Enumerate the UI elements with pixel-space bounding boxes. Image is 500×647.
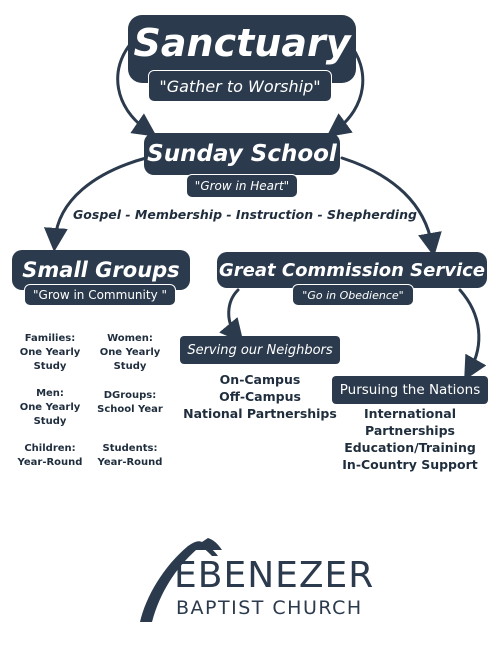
neighbors-item: Off-Campus: [219, 389, 301, 404]
small-groups-box: Small Groups: [12, 250, 190, 290]
small-groups-subtitle: "Grow in Community ": [24, 284, 176, 306]
arrow-to-great-commission: [340, 156, 442, 257]
logo-line2: BAPTIST CHURCH: [176, 597, 363, 619]
arrow-sanctuary-left: [116, 40, 157, 137]
church-logo: EBENEZER BAPTIST CHURCH: [136, 536, 375, 628]
sunday-school-title: Sunday School: [147, 141, 337, 167]
nations-box: Pursuing the Nations: [332, 376, 488, 404]
rock-mark-icon: [140, 538, 222, 622]
group-students: Students: Year-Round: [97, 443, 163, 468]
nations-list: International Partnerships Education/Tra…: [322, 405, 498, 473]
sunday-school-subtitle: "Grow in Heart": [186, 174, 298, 198]
great-commission-title: Great Commission Service: [218, 259, 485, 281]
neighbors-box: Serving our Neighbors: [180, 336, 340, 364]
group-women: Women: One Yearly Study: [99, 333, 161, 372]
group-men: Men: One Yearly Study: [19, 388, 81, 427]
sanctuary-title: Sanctuary: [133, 21, 351, 65]
group-dgroups: DGroups: School Year: [97, 390, 163, 415]
arrow-to-neighbors: [219, 288, 244, 344]
arrow-to-nations: [458, 288, 487, 381]
great-commission-box: Great Commission Service: [217, 252, 487, 288]
neighbors-item: National Partnerships: [183, 406, 337, 421]
neighbors-item: On-Campus: [219, 372, 301, 387]
pillars-text: Gospel - Membership - Instruction - Shep…: [73, 207, 417, 222]
nations-item: In-Country Support: [342, 457, 478, 472]
great-commission-subtitle: "Go in Obedience": [292, 284, 414, 306]
arrow-to-small-groups: [43, 156, 148, 252]
nations-item: International Partnerships: [364, 406, 456, 438]
logo-line1: EBENEZER: [174, 555, 375, 596]
group-families: Families: One Yearly Study: [19, 333, 81, 372]
sunday-school-box: Sunday School: [144, 133, 340, 175]
neighbors-title: Serving our Neighbors: [187, 342, 333, 358]
nations-item: Education/Training: [344, 440, 476, 455]
nations-title: Pursuing the Nations: [339, 382, 481, 398]
neighbors-list: On-Campus Off-Campus National Partnershi…: [175, 371, 345, 422]
small-groups-title: Small Groups: [22, 258, 180, 282]
sanctuary-subtitle: "Gather to Worship": [148, 70, 332, 102]
group-children: Children: Year-Round: [17, 443, 83, 468]
